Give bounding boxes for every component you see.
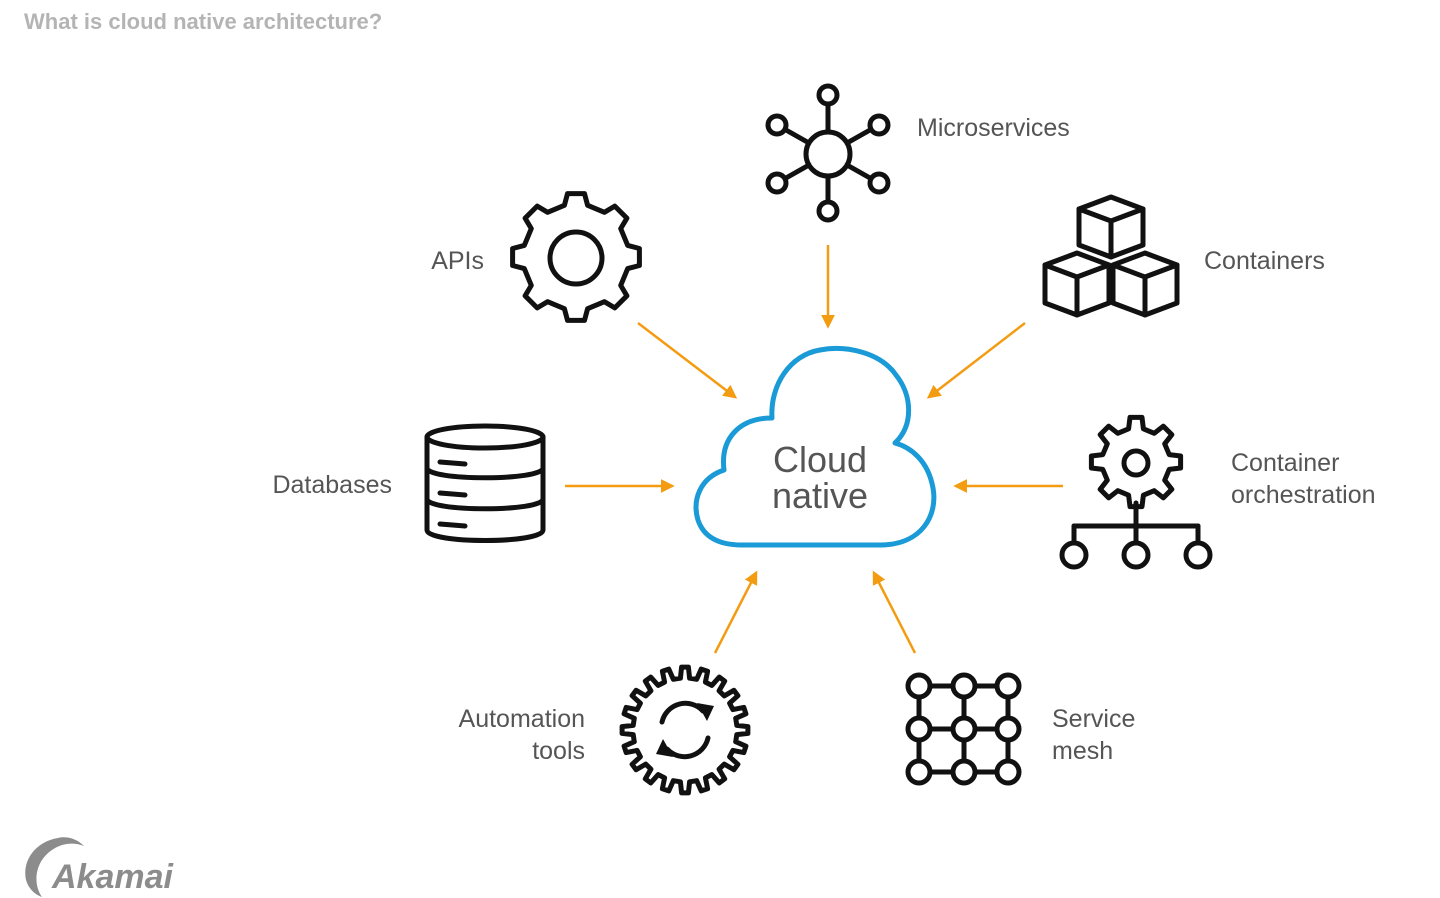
logo-text: Akamai xyxy=(51,858,175,896)
grid-mesh-icon xyxy=(905,672,1022,786)
label-mesh-line2: mesh xyxy=(1052,737,1113,765)
akamai-swoosh-icon xyxy=(25,837,84,897)
cloud-icon xyxy=(693,345,937,548)
label-orchestration-line2: orchestration xyxy=(1231,481,1376,509)
arrows xyxy=(565,245,1063,654)
center-cloud: Cloud native xyxy=(693,345,937,548)
label-microservices: Microservices xyxy=(917,114,1070,142)
label-automation-line1: Automation xyxy=(459,705,585,733)
arrow-apis xyxy=(637,322,738,399)
gear-sync-icon xyxy=(619,664,751,796)
hub-network-icon xyxy=(765,83,891,223)
center-label-line2: native xyxy=(772,475,868,516)
arrow-mesh xyxy=(872,570,917,654)
gear-hierarchy-icon xyxy=(1059,414,1213,570)
page-title: What is cloud native architecture? xyxy=(24,9,383,34)
label-orchestration-line1: Container xyxy=(1231,449,1339,477)
database-icon xyxy=(424,423,546,543)
stacked-cubes-icon xyxy=(1042,194,1180,318)
label-mesh-line1: Service xyxy=(1052,705,1135,733)
label-databases: Databases xyxy=(272,471,392,499)
akamai-logo: Akamai xyxy=(25,837,175,897)
label-apis: APIs xyxy=(431,247,484,275)
arrow-automation xyxy=(713,570,758,654)
arrow-containers xyxy=(926,322,1026,399)
label-automation-line2: tools xyxy=(532,737,585,765)
center-label-line1: Cloud xyxy=(773,439,867,480)
gear-icon xyxy=(510,191,642,323)
label-containers: Containers xyxy=(1204,247,1325,275)
